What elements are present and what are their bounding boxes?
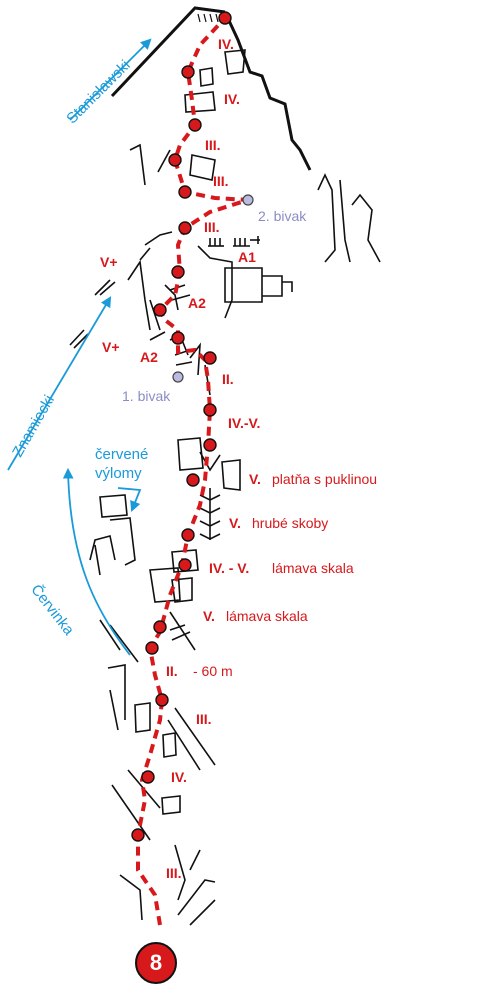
pitch-note: platňa s puklinou — [272, 471, 378, 487]
grade-label: IV. — [224, 91, 240, 107]
pitch-note: lámava skala — [226, 608, 308, 624]
grade-label: II. — [166, 663, 178, 679]
bivak-marker — [172, 371, 184, 383]
grade-label: IV. — [171, 769, 187, 785]
bivak-marker — [242, 194, 254, 206]
bivak-label: 2. bivak — [258, 208, 307, 224]
belay-point — [181, 528, 195, 542]
belay-point — [155, 693, 169, 707]
bivak-points — [172, 194, 254, 383]
grade-label: V+ — [100, 254, 118, 270]
grade-label: V. — [229, 515, 241, 531]
summit-hatching — [197, 13, 219, 23]
grade-label: IV. - V. — [209, 560, 250, 576]
belay-point — [131, 828, 145, 842]
belay-point — [178, 558, 192, 572]
belay-point — [145, 641, 159, 655]
route-number-badge: 8 — [135, 942, 177, 984]
breakouts-label-line1: červené — [95, 446, 149, 463]
route-line — [136, 16, 249, 926]
belay-point — [153, 303, 167, 317]
rock-features — [69, 49, 381, 926]
grade-label: V. — [203, 608, 215, 624]
breakouts-label-line2: výlomy — [95, 465, 142, 482]
grade-label: III. — [166, 865, 182, 881]
belay-point — [181, 65, 195, 79]
grade-label: III. — [213, 173, 229, 189]
grade-label: IV. — [218, 36, 234, 52]
grade-label: V+ — [102, 339, 120, 355]
belay-point — [218, 11, 232, 25]
pitch-note: - 60 m — [193, 663, 233, 679]
grade-label: A1 — [238, 249, 256, 265]
grade-label: III. — [196, 711, 212, 727]
belay-point — [178, 185, 192, 199]
belay-point — [171, 331, 185, 345]
route-belay-points — [131, 11, 232, 842]
pitch-note: hrubé skoby — [252, 515, 329, 531]
belay-point — [168, 153, 182, 167]
belay-point — [141, 770, 155, 784]
grade-label: V. — [249, 471, 261, 487]
grade-label: III. — [205, 137, 221, 153]
grade-label: IV.-V. — [228, 415, 261, 431]
bivak-label: 1. bivak — [122, 388, 171, 404]
belay-point — [203, 438, 217, 452]
belay-point — [171, 265, 185, 279]
belay-point — [186, 473, 200, 487]
belay-point — [203, 403, 217, 417]
grade-label: A2 — [140, 349, 158, 365]
belay-point — [178, 221, 192, 235]
grade-label: A2 — [188, 295, 206, 311]
grade-label: III. — [204, 219, 220, 235]
belay-point — [188, 118, 202, 132]
belay-point — [153, 620, 167, 634]
neighbour-route-lines — [7, 38, 152, 656]
belay-point — [203, 351, 217, 365]
grade-label: II. — [222, 371, 234, 387]
pitch-note: lámava skala — [272, 560, 354, 576]
